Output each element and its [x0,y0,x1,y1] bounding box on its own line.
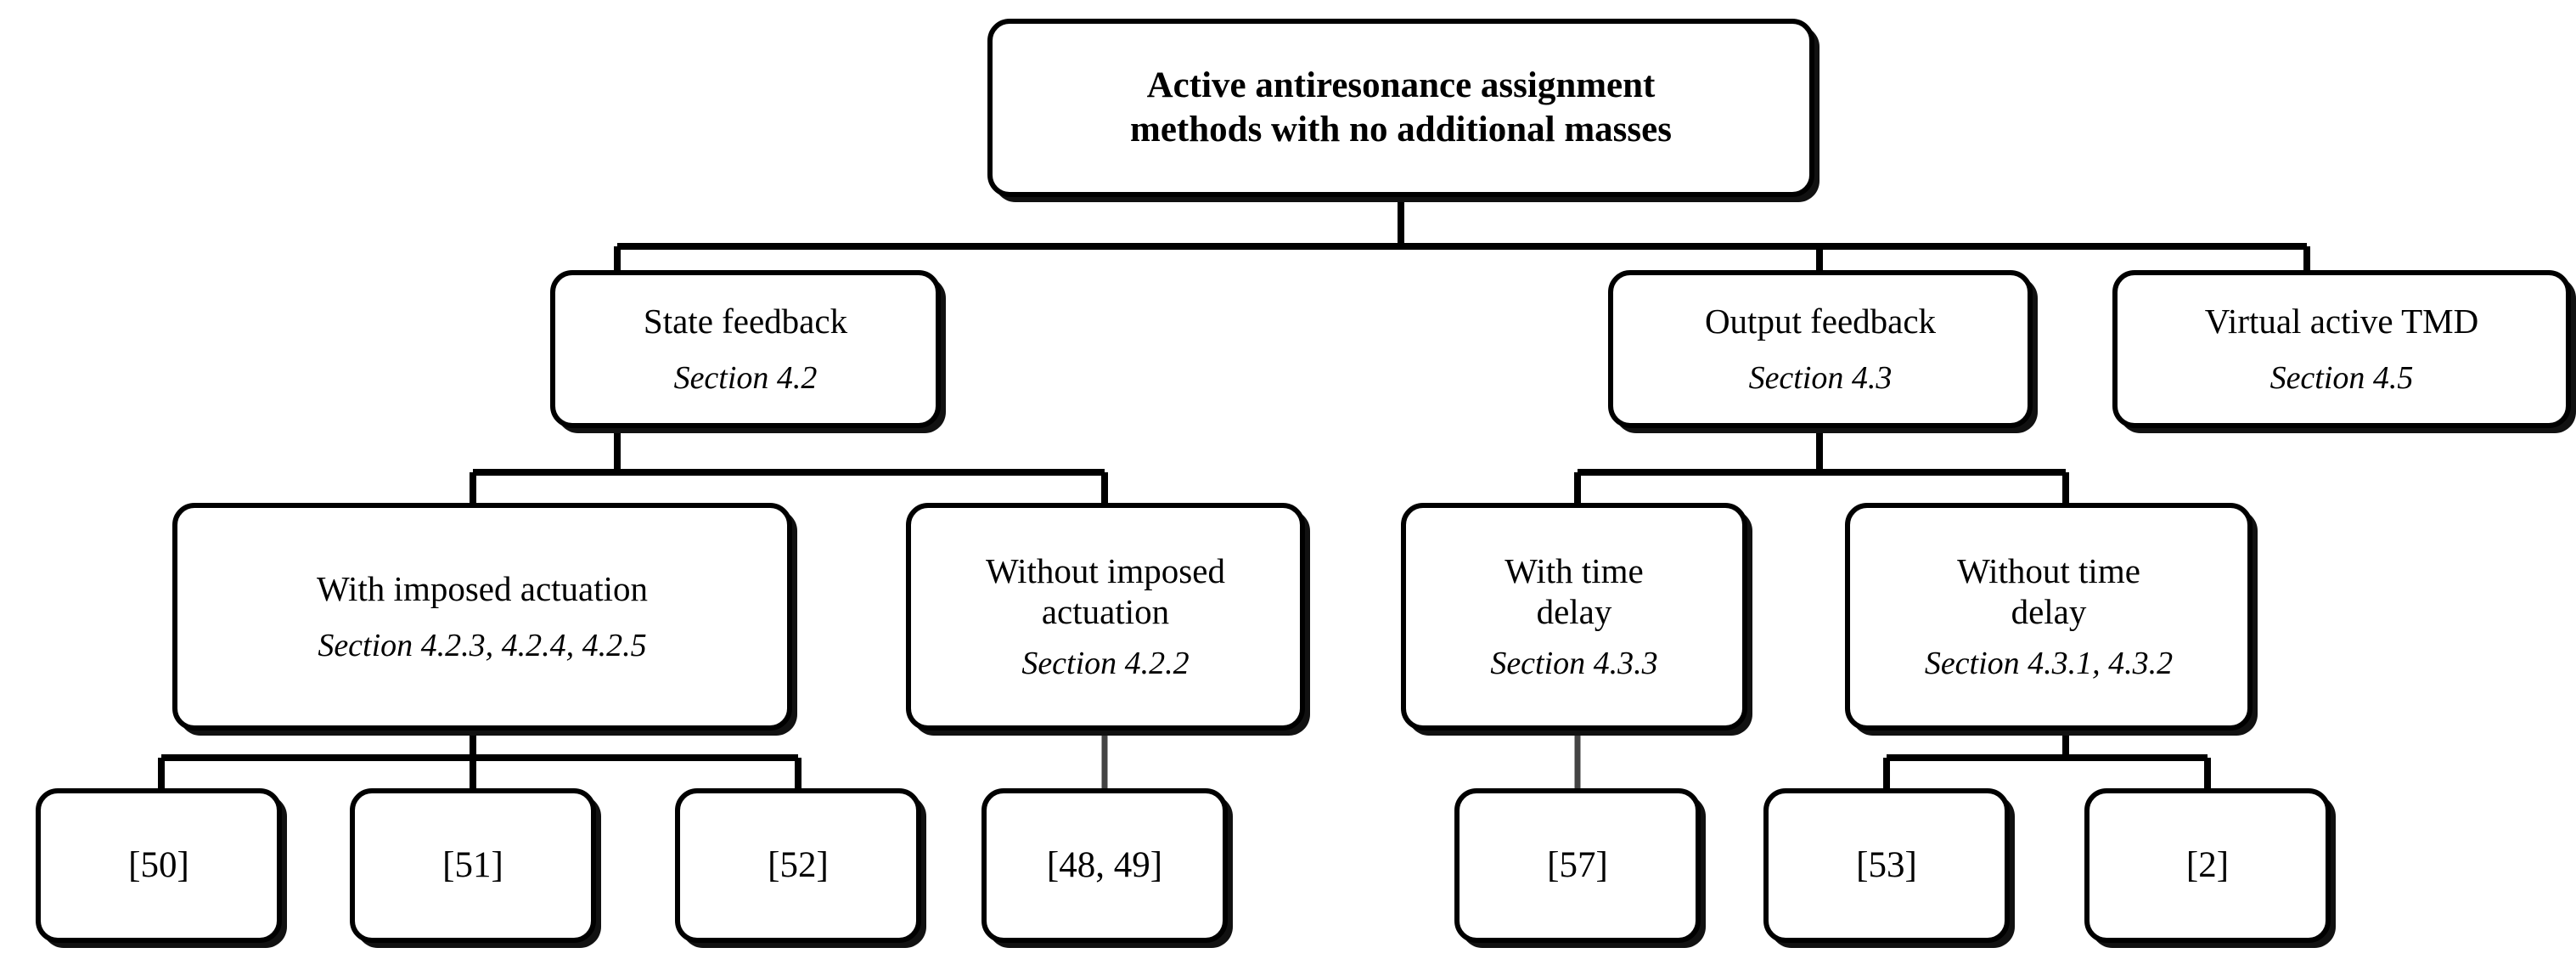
node-root-title-line2: methods with no additional masses [1130,110,1672,150]
node-ref-52[interactable]: [52] [675,788,921,943]
node-with-time-delay-title-line2: delay [1536,591,1612,631]
node-with-imposed-actuation-title: With imposed actuation [316,569,649,609]
node-with-imposed-actuation[interactable]: With imposed actuation Section 4.2.3, 4.… [172,503,792,731]
node-ref-52-label: [52] [768,845,829,886]
node-ref-50[interactable]: [50] [36,788,282,943]
node-ref-57-label: [57] [1547,845,1608,886]
node-output-feedback-title: Output feedback [1704,302,1937,341]
node-virtual-active-tmd-section: Section 4.5 [2269,359,2414,396]
node-state-feedback[interactable]: State feedback Section 4.2 [550,270,941,428]
node-without-time-delay-title-line2: delay [2011,591,2087,631]
node-without-time-delay-title-line1: Without time [1957,551,2140,591]
node-without-time-delay[interactable]: Without time delay Section 4.3.1, 4.3.2 [1845,503,2253,731]
node-state-feedback-section: Section 4.2 [673,359,818,396]
node-ref-53-label: [53] [1856,845,1917,886]
node-virtual-active-tmd-title: Virtual active TMD [2204,302,2479,341]
node-ref-51-label: [51] [442,845,503,886]
node-ref-48-49-label: [48, 49] [1046,845,1163,886]
node-with-time-delay[interactable]: With time delay Section 4.3.3 [1401,503,1747,731]
node-ref-50-label: [50] [128,845,189,886]
node-output-feedback[interactable]: Output feedback Section 4.3 [1608,270,2033,428]
node-without-time-delay-section: Section 4.3.1, 4.3.2 [1924,645,2174,681]
node-ref-48-49[interactable]: [48, 49] [981,788,1228,943]
node-with-time-delay-section: Section 4.3.3 [1490,645,1658,681]
node-without-imposed-actuation[interactable]: Without imposed actuation Section 4.2.2 [906,503,1305,731]
node-root-title-line1: Active antiresonance assignment [1146,65,1656,105]
node-output-feedback-section: Section 4.3 [1748,359,1893,396]
node-ref-51[interactable]: [51] [350,788,596,943]
node-root[interactable]: Active antiresonance assignment methods … [987,19,1814,197]
node-state-feedback-title: State feedback [643,302,848,341]
node-ref-53[interactable]: [53] [1763,788,2010,943]
node-without-imposed-actuation-section: Section 4.2.2 [1021,645,1190,681]
node-without-imposed-actuation-title-line1: Without imposed [986,551,1225,591]
node-ref-2[interactable]: [2] [2084,788,2331,943]
node-ref-2-label: [2] [2185,845,2230,886]
node-with-time-delay-title-line1: With time [1505,551,1644,591]
node-with-imposed-actuation-section: Section 4.2.3, 4.2.4, 4.2.5 [318,627,647,663]
node-virtual-active-tmd[interactable]: Virtual active TMD Section 4.5 [2112,270,2571,428]
node-without-imposed-actuation-title-line2: actuation [1041,591,1170,631]
node-ref-57[interactable]: [57] [1454,788,1701,943]
